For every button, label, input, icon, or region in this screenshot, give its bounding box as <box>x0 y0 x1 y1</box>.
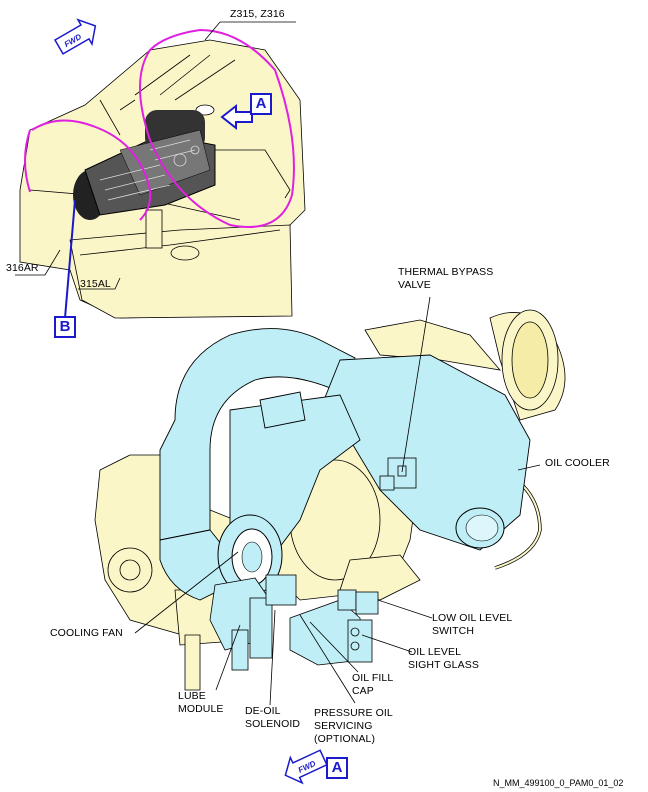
highlight-zone-z316 <box>139 28 295 228</box>
view-b-callout: B <box>54 316 76 338</box>
fuselage-panel-315al <box>69 224 293 319</box>
thermal-bypass-valve-label: THERMAL BYPASS VALVE <box>398 266 494 291</box>
de-oil-solenoid-label: DE-OIL SOLENOID <box>245 705 301 730</box>
figure-reference: N_MM_499100_0_PAM0_01_02 <box>493 778 624 788</box>
panel-315al-label: 315AL <box>80 278 111 290</box>
highlight-zone-z315 <box>31 119 152 221</box>
view-a-callout-bottom: A <box>326 757 348 779</box>
view-a-callout-top: A <box>250 93 272 115</box>
lube-module-assembly <box>209 574 379 671</box>
fwd-arrow-bottom: FWD <box>284 749 328 785</box>
locator-view: FWD <box>15 18 306 319</box>
cooling-fan-label: COOLING FAN <box>50 627 123 639</box>
view-a-arrow <box>220 103 253 131</box>
zone-label: Z315, Z316 <box>230 8 285 20</box>
apu-unit <box>73 110 216 249</box>
pressure-oil-servicing-label: PRESSURE OIL SERVICING (OPTIONAL) <box>314 707 393 745</box>
oil-cooler-label: OIL COOLER <box>545 457 610 469</box>
oil-fill-cap-label: OIL FILL CAP <box>352 672 394 697</box>
panel-316ar-label: 316AR <box>6 262 39 274</box>
fwd-arrow-top: FWD <box>53 18 97 55</box>
low-oil-level-switch-label: LOW OIL LEVEL SWITCH <box>432 612 513 637</box>
lube-module-label: LUBE MODULE <box>178 690 224 715</box>
oil-level-sight-glass-label: OIL LEVEL SIGHT GLASS <box>408 646 479 671</box>
detail-view: FWD <box>94 296 566 785</box>
